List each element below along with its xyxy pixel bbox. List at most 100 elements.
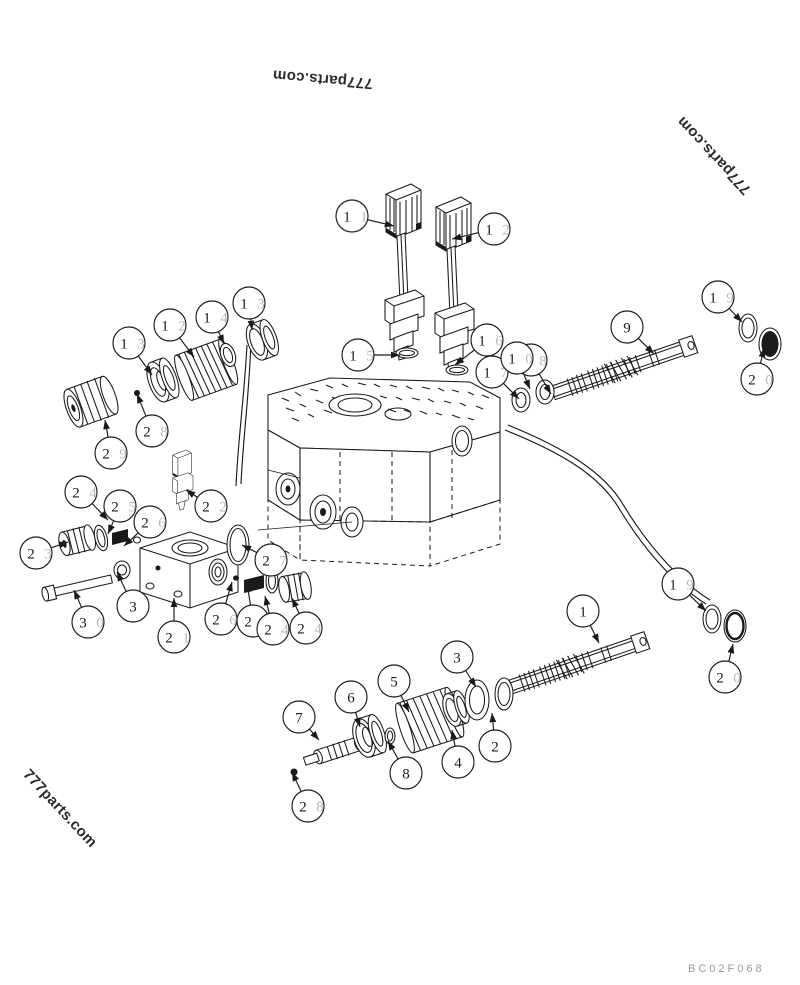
leader-line bbox=[728, 308, 743, 323]
callout-6[interactable]: 6 bbox=[334, 680, 368, 728]
balloon-digit-2: 6 bbox=[495, 334, 503, 350]
callout-3[interactable]: 3 bbox=[116, 571, 150, 623]
balloon-circle[interactable] bbox=[341, 338, 375, 372]
balloon-circle[interactable] bbox=[377, 664, 411, 698]
callout-7[interactable]: 7 bbox=[282, 700, 320, 741]
balloon-circle[interactable] bbox=[335, 199, 369, 233]
callout-1[interactable]: 1 bbox=[566, 594, 600, 644]
balloon-circle[interactable] bbox=[701, 280, 735, 314]
balloon-circle[interactable] bbox=[19, 536, 53, 570]
leader-line bbox=[103, 419, 111, 438]
balloon-circle[interactable] bbox=[477, 212, 511, 246]
balloon-circle[interactable] bbox=[103, 489, 137, 523]
balloon-digit-2: 4 bbox=[89, 486, 97, 502]
balloon-circle[interactable] bbox=[157, 620, 191, 654]
callout-2[interactable]: 2 bbox=[478, 712, 512, 763]
balloon-circle[interactable] bbox=[71, 605, 105, 639]
leader-line bbox=[465, 670, 477, 688]
balloon-circle[interactable] bbox=[116, 589, 150, 623]
balloon-circle[interactable] bbox=[256, 612, 290, 646]
balloon-circle[interactable] bbox=[610, 310, 644, 344]
balloon-digit-1: 1 bbox=[478, 334, 486, 350]
balloon-circle[interactable] bbox=[94, 436, 128, 470]
leader-line bbox=[451, 232, 479, 241]
balloon-circle[interactable] bbox=[282, 700, 316, 734]
balloon-digit-1: 2 bbox=[111, 500, 119, 516]
balloon-circle[interactable] bbox=[135, 414, 169, 448]
balloon-digit-1: 4 bbox=[454, 756, 462, 772]
balloon-circle[interactable] bbox=[194, 489, 228, 523]
balloon-circle[interactable] bbox=[440, 640, 474, 674]
balloon-digit-1: 1 bbox=[240, 297, 248, 313]
balloon-circle[interactable] bbox=[470, 323, 504, 357]
balloon-digit-2: 2 bbox=[502, 223, 510, 239]
callout-8[interactable]: 8 bbox=[387, 740, 423, 790]
leader-line bbox=[73, 589, 83, 608]
balloon-digit-2: 5 bbox=[366, 349, 374, 365]
leader-line bbox=[758, 347, 766, 364]
balloon-circle[interactable] bbox=[291, 789, 325, 823]
callout-5[interactable]: 5 bbox=[377, 664, 411, 713]
balloon-digit-2: 0 bbox=[96, 616, 104, 632]
balloon-circle[interactable] bbox=[254, 543, 288, 577]
balloon-circle[interactable] bbox=[334, 680, 368, 714]
balloon-circle[interactable] bbox=[500, 341, 534, 375]
balloon-digit-2: 2 bbox=[219, 500, 227, 516]
balloon-circle[interactable] bbox=[195, 300, 229, 334]
callout-3[interactable]: 3 bbox=[440, 640, 477, 688]
balloon-circle[interactable] bbox=[475, 355, 509, 389]
balloon-circle[interactable] bbox=[112, 326, 146, 360]
balloon-circle[interactable] bbox=[64, 475, 98, 509]
balloon-digit-2: 3 bbox=[137, 337, 145, 353]
balloon-circle[interactable] bbox=[289, 611, 323, 645]
balloon-circle[interactable] bbox=[389, 756, 423, 790]
balloon-digit-1: 2 bbox=[491, 740, 499, 756]
balloon-digit-2: 9 bbox=[686, 578, 694, 594]
balloon-digit-1: 1 bbox=[161, 319, 169, 335]
balloon-digit-2: 3 bbox=[44, 547, 52, 563]
balloon-circle[interactable] bbox=[566, 594, 600, 628]
leader-line bbox=[489, 712, 497, 731]
balloon-circle[interactable] bbox=[478, 729, 512, 763]
balloon-circle[interactable] bbox=[153, 308, 187, 342]
balloon-circle[interactable] bbox=[740, 362, 774, 396]
balloon-circle[interactable] bbox=[708, 660, 742, 694]
balloon-circle[interactable] bbox=[133, 505, 167, 539]
leader-line bbox=[637, 337, 655, 355]
callout-4[interactable]: 4 bbox=[441, 729, 475, 779]
balloon-circle[interactable] bbox=[661, 567, 695, 601]
balloon-circle[interactable] bbox=[232, 286, 266, 320]
callout-9[interactable]: 9 bbox=[610, 310, 655, 355]
balloon-circle[interactable] bbox=[441, 745, 475, 779]
